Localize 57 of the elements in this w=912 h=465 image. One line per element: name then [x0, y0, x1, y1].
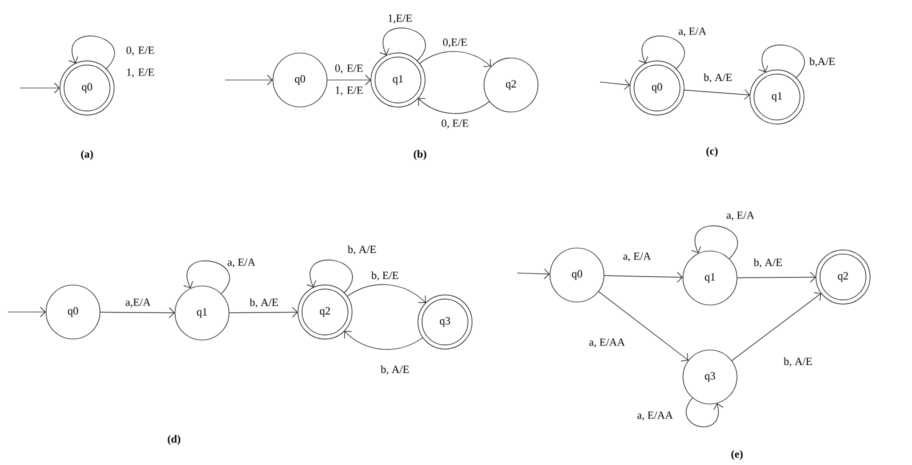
edge-label: a,E/A — [126, 298, 151, 308]
transition-arrow — [346, 284, 426, 303]
accepting-state: q3 — [418, 294, 472, 350]
subfigure-label: (e) — [731, 450, 743, 460]
accepting-state: q2 — [816, 250, 870, 304]
edge-label: b, E/E — [371, 271, 398, 281]
self-loop-arrow — [758, 44, 805, 78]
edge-label: a, E/AA — [589, 338, 625, 348]
edge-label: a, E/A — [228, 258, 256, 268]
edge-label: b, A/E — [348, 245, 376, 255]
edge-label: a, E/A — [623, 252, 651, 262]
transition-arrow — [604, 272, 683, 283]
transition-arrow — [419, 51, 491, 67]
edge-label: b, A/E — [704, 73, 732, 83]
start-arrow — [516, 268, 550, 280]
accepting-state: q0 — [60, 60, 114, 116]
accepting-state: q1 — [750, 70, 804, 124]
edge-label: a, E/A — [726, 212, 754, 220]
start-arrow — [224, 74, 273, 86]
transition-arrow — [344, 331, 424, 350]
accepting-state: q1 — [370, 52, 426, 108]
accepting-state: q0 — [630, 60, 684, 116]
subfigure-label: (a) — [81, 150, 93, 160]
transition-arrow — [732, 292, 822, 361]
transition-arrow — [229, 306, 298, 318]
self-loop-arrow — [306, 260, 353, 294]
subfigure-label: (d) — [168, 435, 180, 445]
start-arrow — [600, 79, 630, 90]
accepting-state: q2 — [298, 284, 352, 340]
edge-label: 0,E/E — [443, 38, 467, 48]
edge-label: a, E/A — [678, 28, 706, 36]
edge-label: b, A/E — [754, 258, 782, 268]
transition-arrow — [100, 307, 175, 318]
edge-label: 1,E/E — [388, 14, 412, 24]
self-loop-arrow — [183, 260, 230, 294]
edge-label: b,A/E — [809, 57, 835, 67]
subfigure-label: (b) — [414, 150, 426, 160]
edge-label: b, A/E — [380, 365, 409, 375]
self-loop-arrow — [68, 36, 115, 70]
transition-arrow — [737, 272, 816, 283]
start-arrow — [20, 82, 60, 94]
edge-label: 0, E/E 1, E/E — [126, 46, 154, 78]
edge-label: b, A/E — [784, 357, 812, 367]
transition-arrow — [418, 98, 490, 114]
self-loop-arrow — [638, 36, 685, 70]
transition-arrow — [598, 291, 688, 362]
transition-arrow — [327, 74, 371, 86]
edge-label: 0, E/E 1, E/E — [335, 64, 363, 96]
subfigure-label: (c) — [706, 147, 718, 157]
self-loop-arrow — [691, 226, 738, 259]
start-arrow — [8, 306, 46, 318]
edge-label: b, A/E — [250, 298, 278, 308]
self-loop-arrow — [686, 398, 724, 428]
edge-label: 0, E/E — [442, 120, 468, 128]
self-loop-arrow — [379, 28, 426, 62]
edge-label: a, E/AA — [637, 412, 673, 420]
transition-arrow — [684, 89, 750, 100]
